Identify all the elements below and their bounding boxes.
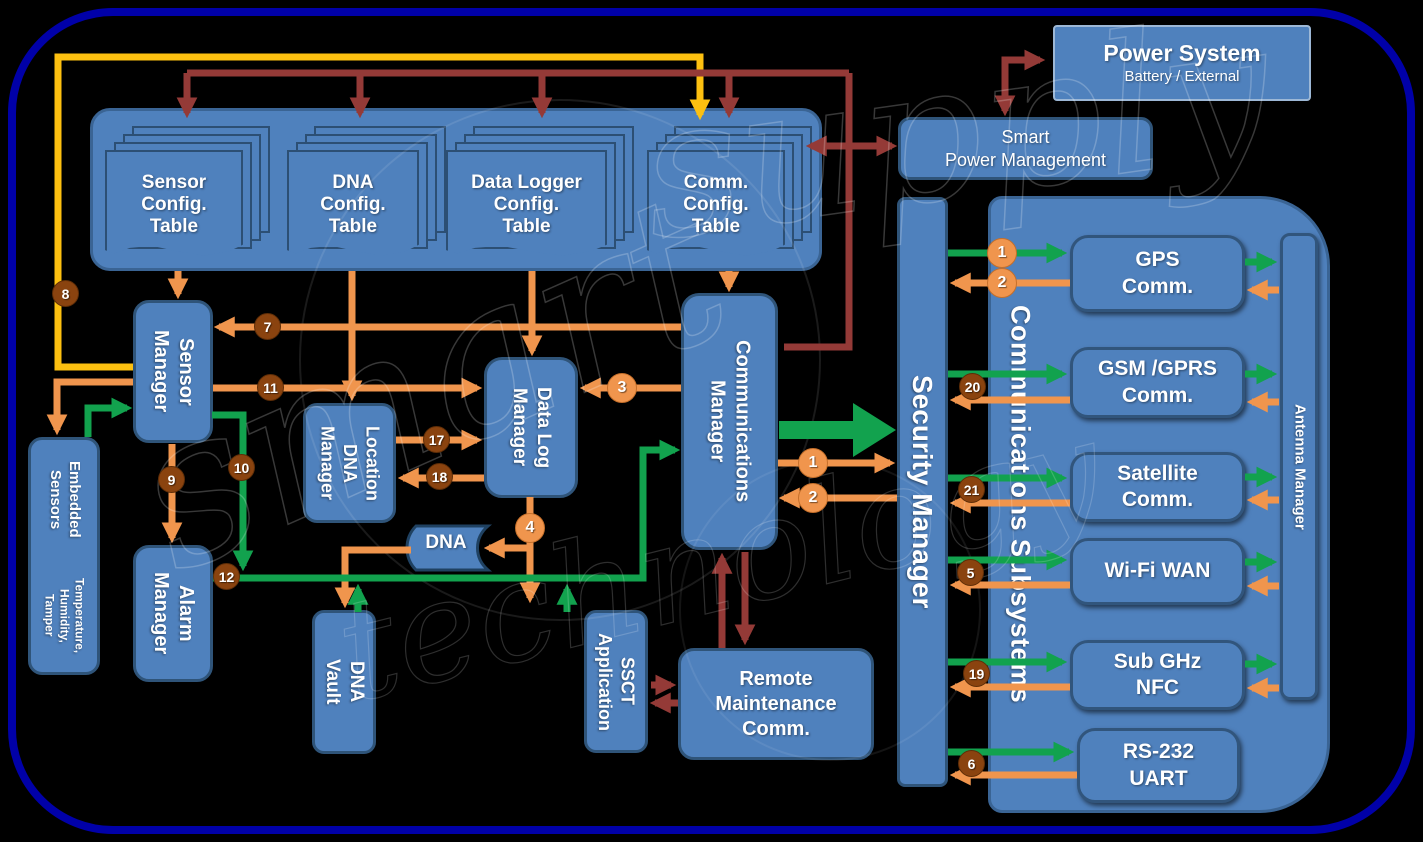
power-system-box: Power System Battery / External [1053, 25, 1311, 101]
badge-19: 19 [963, 660, 990, 687]
badge-5: 5 [957, 559, 984, 586]
power-system-subtitle: Battery / External [1124, 68, 1240, 85]
badge-6: 6 [958, 750, 985, 777]
embedded-sensors-subtitle: Temperature, Humidity, Tamper [42, 578, 87, 654]
badge-1-comm: 1 [798, 448, 828, 478]
data-log-manager-box: Data Log Manager [484, 357, 578, 498]
wifi-wan-box: Wi-Fi WAN [1070, 538, 1245, 605]
embedded-sensors-box: Embedded Sensors Temperature, Humidity, … [28, 437, 100, 675]
maroon-smart-power-to-power-system [994, 49, 1046, 117]
antenna-manager-bar: Antenna Manager [1280, 233, 1318, 700]
green-embedded-to-sensor [84, 397, 133, 437]
power-system-title: Power System [1103, 40, 1261, 67]
dna-banner-label: DNA [425, 532, 467, 553]
badge-7: 7 [254, 313, 281, 340]
badge-21: 21 [958, 476, 985, 503]
green-big-arrow-comm-to-security [779, 403, 896, 457]
security-manager-bar: Security Manager [897, 197, 948, 787]
comm-config-table: Comm. Config. Table [647, 150, 785, 256]
badge-10: 10 [228, 454, 255, 481]
orange-sensor-to-embedded [46, 378, 133, 436]
badge-1-gps: 1 [987, 238, 1017, 268]
gsm-gprs-comm-box: GSM /GPRS Comm. [1070, 347, 1245, 418]
remote-maintenance-box: Remote Maintenance Comm. [678, 648, 874, 760]
green-line-10 [212, 411, 254, 572]
rs232-uart-box: RS-232 UART [1077, 728, 1240, 803]
badge-4: 4 [515, 513, 545, 543]
dna-config-table: DNA Config. Table [287, 150, 419, 256]
gps-comm-box: GPS Comm. [1070, 235, 1245, 312]
badge-2-comm: 2 [798, 483, 828, 513]
badge-8: 8 [52, 280, 79, 307]
badge-3: 3 [607, 373, 637, 403]
badge-11: 11 [257, 374, 284, 401]
sensor-manager-box: Sensor Manager [133, 300, 213, 443]
sensor-config-table: Sensor Config. Table [105, 150, 243, 256]
smart-power-management-box: Smart Power Management [898, 117, 1153, 180]
badge-9: 9 [158, 466, 185, 493]
badge-20: 20 [959, 373, 986, 400]
location-dna-manager-box: Location DNA Manager [303, 403, 396, 523]
dna-vault-box: DNA Vault [312, 610, 376, 754]
embedded-sensors-title: Embedded Sensors [47, 461, 83, 538]
satellite-comm-box: Satellite Comm. [1070, 452, 1245, 522]
badge-12: 12 [213, 563, 240, 590]
datalogger-config-table: Data Logger Config. Table [446, 150, 607, 256]
subghz-nfc-box: Sub GHz NFC [1070, 640, 1245, 710]
communications-manager-box: Communications Manager [681, 293, 778, 550]
badge-18: 18 [426, 463, 453, 490]
badge-2-gps: 2 [987, 268, 1017, 298]
alarm-manager-box: Alarm Manager [133, 545, 213, 682]
badge-17: 17 [423, 426, 450, 453]
ssct-application-box: SSCT Application [584, 610, 648, 753]
